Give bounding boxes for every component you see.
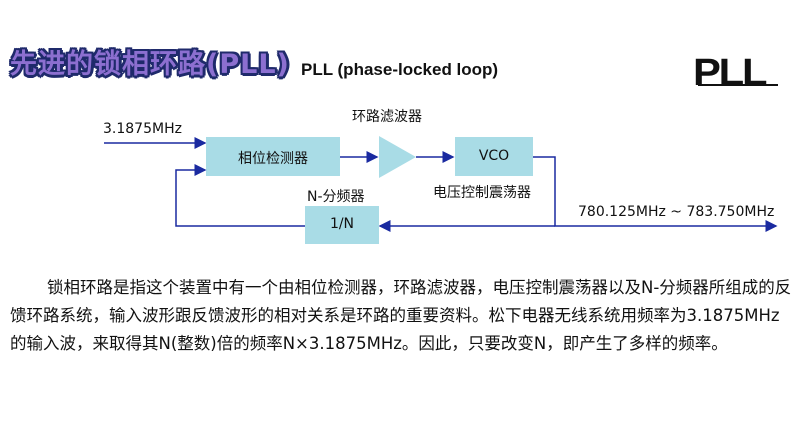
divider-to-detector-arrow — [175, 164, 305, 227]
divider-box — [305, 206, 379, 244]
page-title: 先进的锁相环路(PLL) — [10, 42, 290, 81]
vco-caption: 电压控制震荡器 — [433, 185, 531, 201]
vco-box — [455, 137, 533, 176]
divider-label: 1/N — [329, 216, 355, 232]
input-frequency-label: 3.1875MHz — [103, 121, 182, 137]
phase-detector-box — [206, 137, 340, 176]
page-subtitle: PLL (phase-locked loop) — [301, 60, 499, 79]
loop-filter-label: 环路滤波器 — [352, 109, 422, 125]
description-paragraph: 锁相环路是指这个装置中有一个由相位检测器，环路滤波器，电压控制震荡器以及N-分频… — [10, 278, 792, 353]
vco-output-line — [533, 156, 778, 232]
phase-detector-label: 相位检测器 — [238, 151, 308, 167]
loop-filter-triangle — [379, 136, 416, 178]
divider-caption: N-分频器 — [307, 189, 365, 205]
pll-logo: PLL — [693, 52, 768, 94]
output-frequency-label: 780.125MHz ~ 783.750MHz — [578, 204, 775, 220]
logo-underline — [698, 84, 778, 86]
vco-label: VCO — [478, 148, 510, 164]
